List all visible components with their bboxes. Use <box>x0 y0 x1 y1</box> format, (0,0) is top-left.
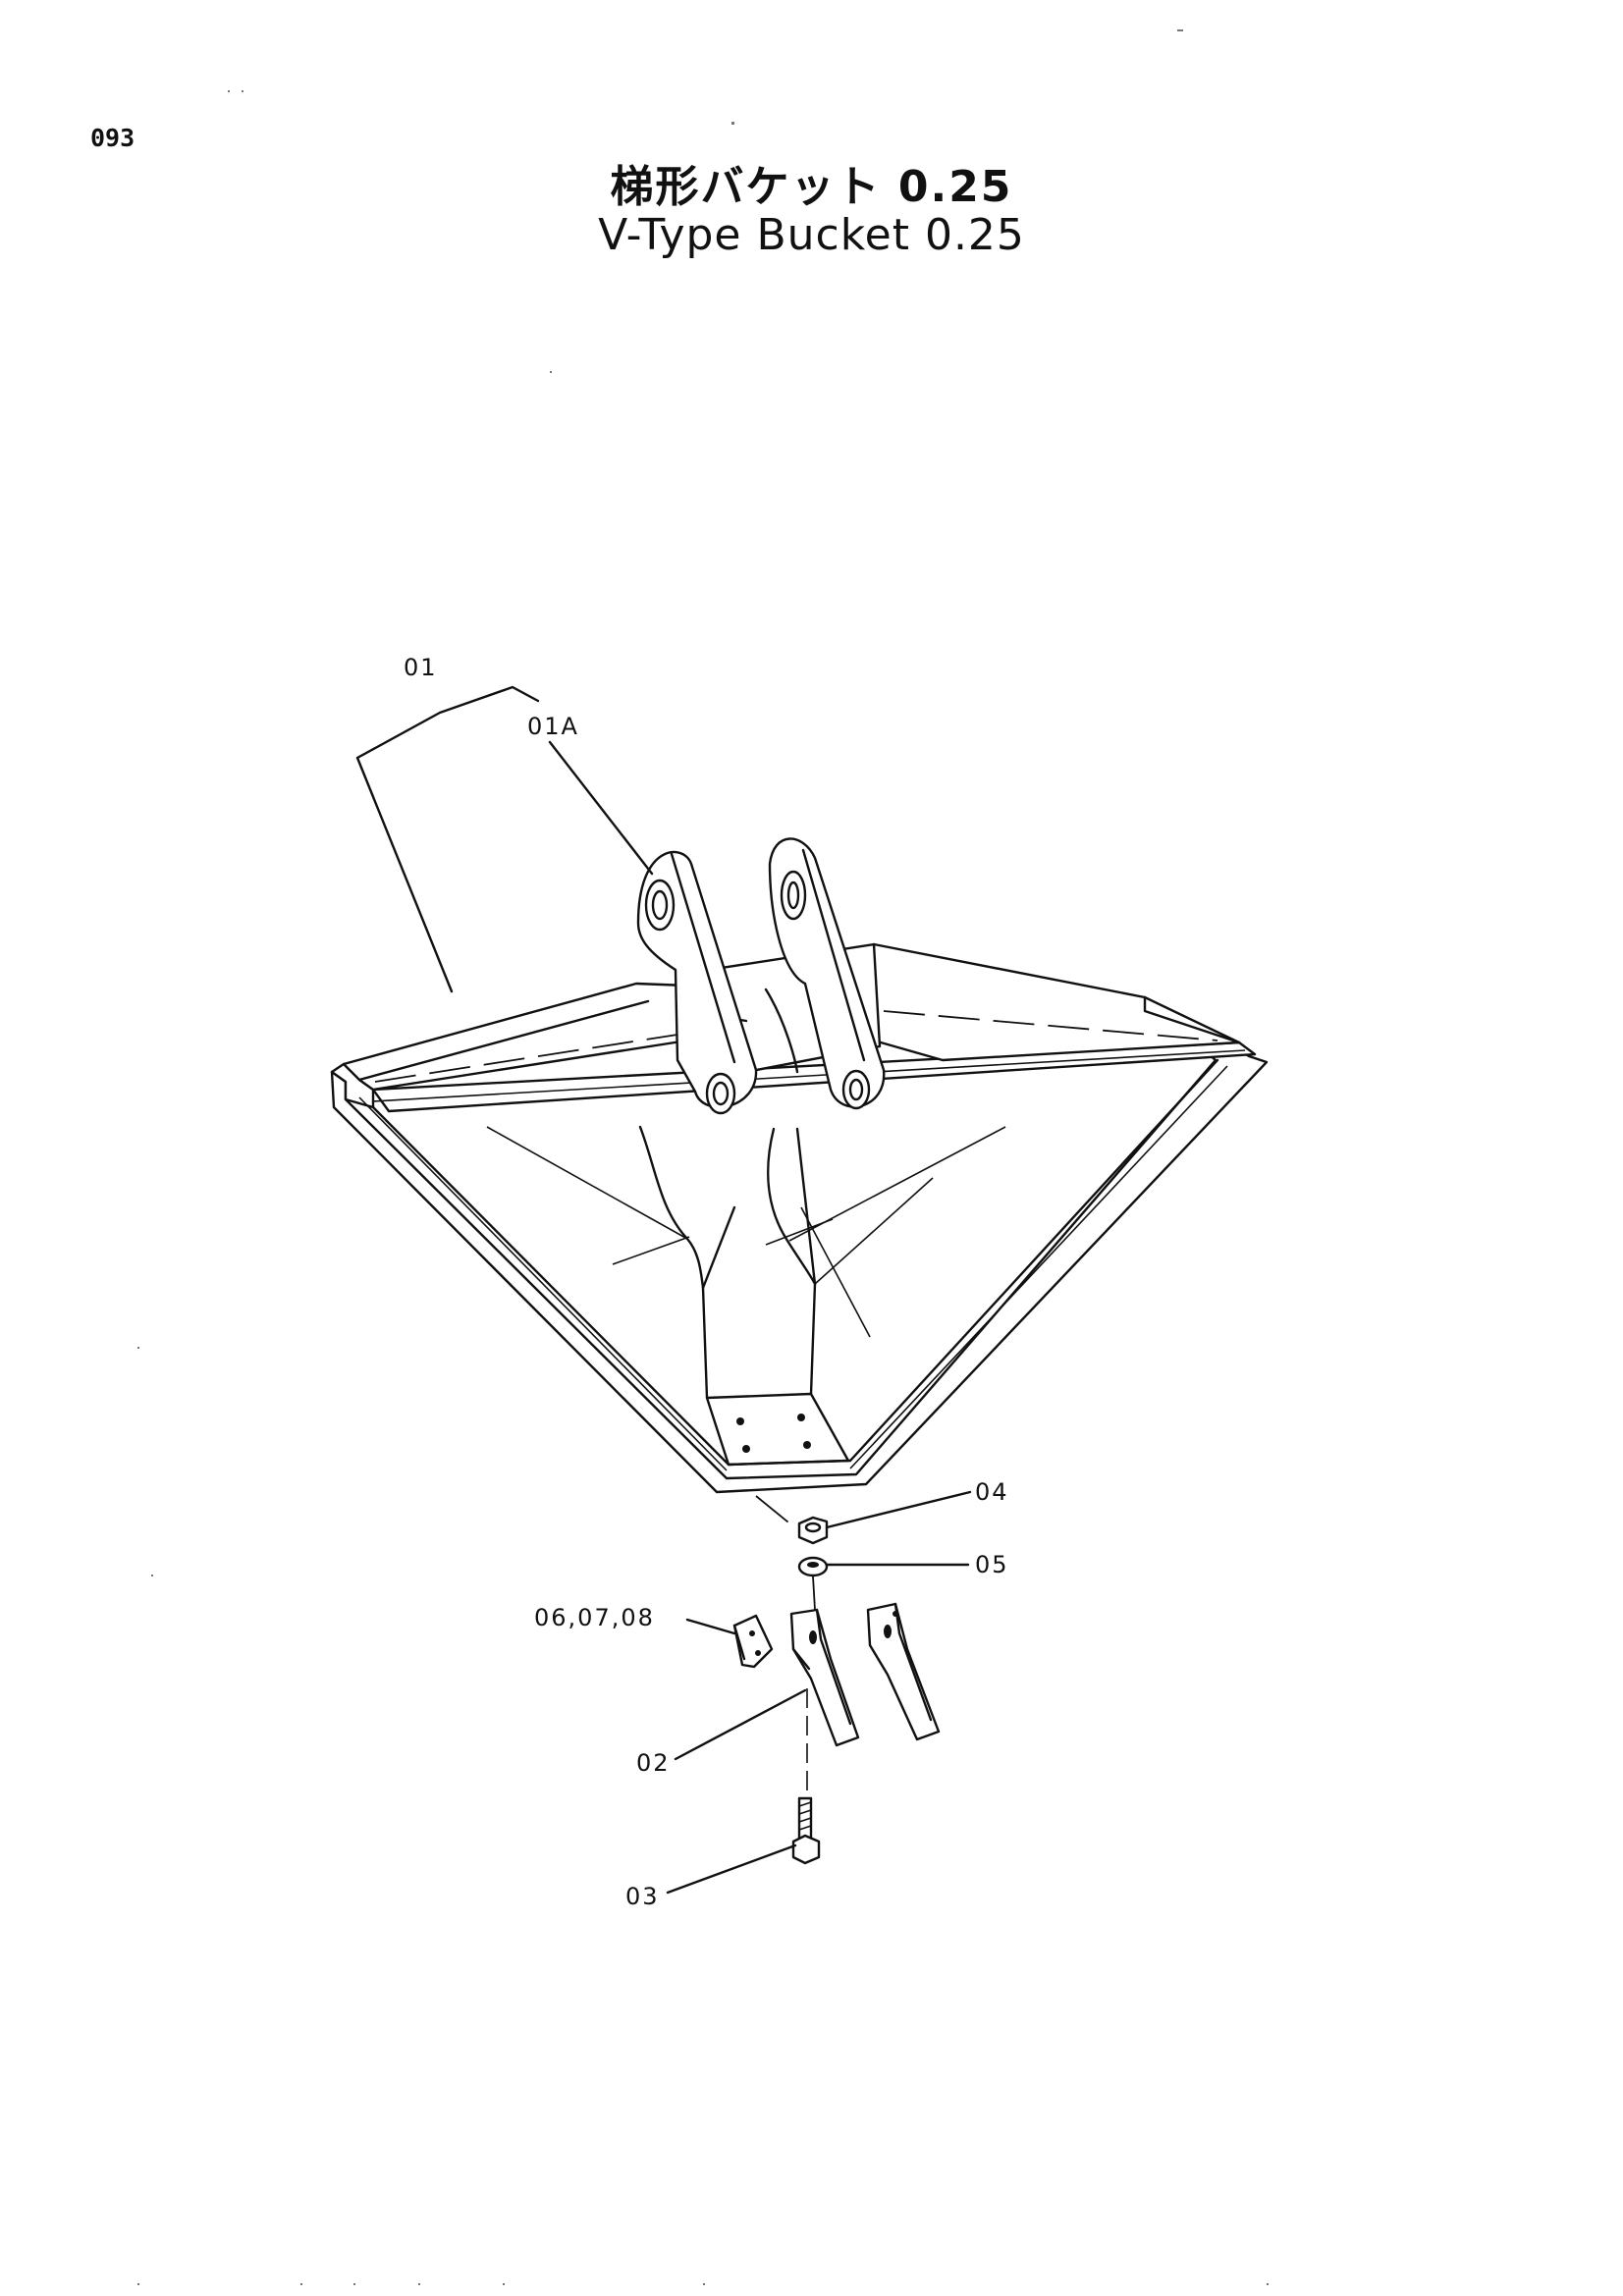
leader-03 <box>666 1843 797 1895</box>
callout-labels: 01 01A 04 05 06,07,08 02 03 <box>404 654 1009 1910</box>
inner-right-edge <box>848 1058 1219 1463</box>
scan-specks <box>137 29 1269 2285</box>
callout-05: 05 <box>975 1551 1009 1578</box>
callout-03: 03 <box>625 1883 660 1910</box>
inner-left-edge <box>371 1105 852 1467</box>
hinge-ear-right <box>768 837 886 1110</box>
page-number: 093 <box>90 124 135 152</box>
leader-06-07-08 <box>685 1618 736 1635</box>
washer-05 <box>797 1556 829 1577</box>
leader-lines <box>355 685 972 1895</box>
leader-02 <box>674 1688 807 1761</box>
bolt-03 <box>791 1796 821 1865</box>
tooth-02-right <box>866 1602 941 1741</box>
side-cutter-06-07-08 <box>732 1614 774 1669</box>
leader-01a <box>548 740 654 876</box>
page-title-japanese: 梯形バケット 0.25 <box>610 162 1013 212</box>
leader-01 <box>355 685 540 993</box>
tooth-02-left <box>789 1608 860 1747</box>
callout-01: 01 <box>404 654 438 681</box>
callout-01a: 01A <box>527 713 579 740</box>
nut-04 <box>797 1516 829 1545</box>
right-top-plate <box>872 942 1241 1062</box>
page-title-english: V-Type Bucket 0.25 <box>598 210 1025 260</box>
leader-04 <box>825 1490 972 1529</box>
hinge-ear-left <box>636 850 758 1115</box>
callout-06-07-08: 06,07,08 <box>534 1604 655 1631</box>
callout-04: 04 <box>975 1478 1009 1506</box>
callout-02: 02 <box>636 1749 671 1777</box>
